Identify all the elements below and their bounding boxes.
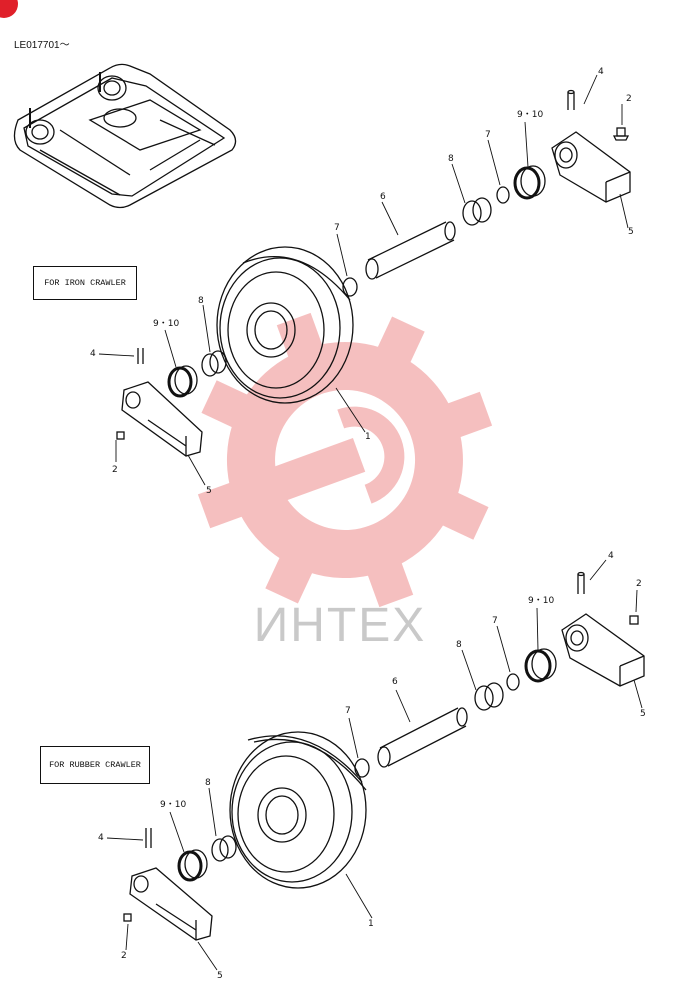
iron-shaft [365,221,456,280]
iron-callout-pin-left: 4 [90,349,96,359]
rubber-ring-left [354,758,370,778]
watermark-text: ИНТЕХ [253,599,427,652]
iron-callout-ring-left: 7 [334,223,340,233]
iron-bolt-right [612,127,630,141]
rubber-callout-bolt-left: 2 [121,951,127,961]
iron-ring-left [342,277,358,297]
rubber-callout-shaft: 6 [392,677,398,687]
track-frame-sketch [13,63,237,209]
iron-callout-bolt-left: 2 [112,465,118,475]
rubber-callout-seal-right: 9・10 [528,596,555,606]
rubber-bushing-left [211,835,237,862]
iron-bolt-left [116,431,125,440]
rubber-callout-bracket-right: 5 [640,709,646,719]
rubber-idler-wheel [229,731,367,889]
iron-callout-seal-right: 9・10 [517,110,544,120]
rubber-callout-ring-left: 7 [345,706,351,716]
corner-badge [0,0,18,18]
rubber-bolt-left [123,913,132,922]
iron-idler-wheel [216,246,354,404]
iron-bracket-right [551,131,631,203]
serial-number: LE017701～ [14,40,70,51]
rubber-callout-bushing-right: 8 [456,640,462,650]
rubber-ring-right [506,673,520,691]
iron-callout-shaft: 6 [380,192,386,202]
iron-callout-idler: 1 [365,432,371,442]
iron-callout-bushing-right: 8 [448,154,454,164]
rubber-shaft [377,707,468,768]
iron-callout-bolt-right: 2 [626,94,632,104]
rubber-seal-right [524,648,557,683]
iron-bushing-left [201,350,227,377]
rubber-callout-ring-right: 7 [492,616,498,626]
rubber-bushing-right [474,682,504,711]
iron-seal-left [167,365,198,398]
rubber-callout-pin-left: 4 [98,833,104,843]
iron-callout-bushing-left: 8 [198,296,204,306]
iron-bushing-right [462,197,492,226]
rubber-callout-seal-left: 9・10 [160,800,187,810]
iron-bracket-left [121,381,203,457]
rubber-callout-pin-right: 4 [608,551,614,561]
rubber-callout-idler: 1 [368,919,374,929]
rubber-bolt-right [629,615,639,625]
iron-pin-right [567,89,575,110]
iron-crawler-label: FOR IRON CRAWLER [33,266,137,300]
rubber-pin-left [145,828,152,848]
rubber-callout-bracket-left: 5 [217,971,223,981]
rubber-pin-right [577,571,585,594]
iron-callout-bracket-left: 5 [206,486,212,496]
iron-callout-ring-right: 7 [485,130,491,140]
rubber-bracket-left [129,867,213,941]
iron-ring-right [496,186,510,204]
rubber-callout-bolt-right: 2 [636,579,642,589]
iron-leader-lines [98,74,629,486]
rubber-crawler-label: FOR RUBBER CRAWLER [40,746,150,784]
iron-callout-pin-right: 4 [598,67,604,77]
rubber-bracket-right [561,613,645,687]
iron-callout-seal-left: 9・10 [153,319,180,329]
iron-seal-right [513,165,546,200]
rubber-leader-lines [106,559,643,971]
iron-callout-bracket-right: 5 [628,227,634,237]
iron-pin-left [137,348,144,364]
rubber-callout-bushing-left: 8 [205,778,211,788]
rubber-seal-left [177,849,208,882]
